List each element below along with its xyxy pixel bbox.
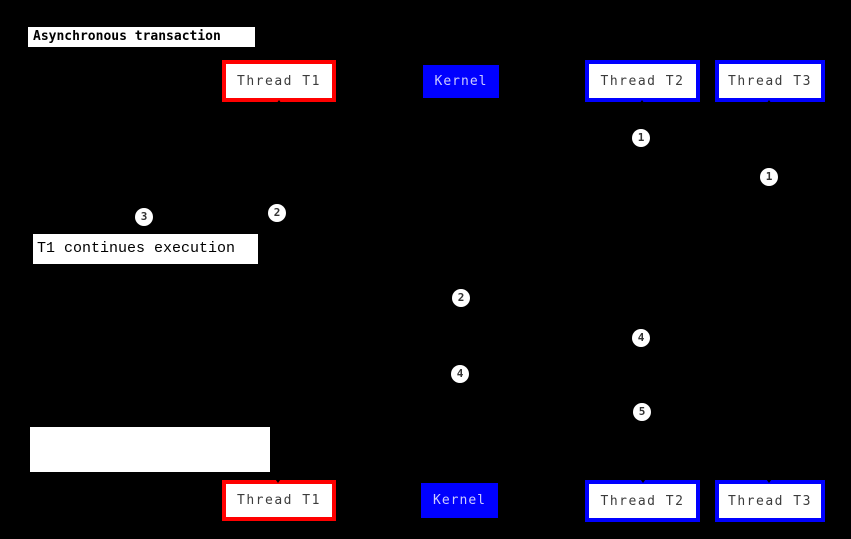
arrowhead-icon bbox=[638, 476, 648, 483]
participant-thread-t3-top: Thread T3 bbox=[715, 60, 825, 102]
step-marker-2-kernel: 2 bbox=[452, 289, 470, 307]
blank-legend-box bbox=[30, 427, 270, 472]
step-marker-2-thread-t1: 2 bbox=[268, 204, 286, 222]
participant-thread-t3-bottom: Thread T3 bbox=[715, 480, 825, 522]
arrowhead-icon bbox=[273, 476, 283, 483]
step-marker-1-thread-t3: 1 bbox=[760, 168, 778, 186]
step-marker-4-thread-t2: 4 bbox=[632, 329, 650, 347]
participant-thread-t2-bottom: Thread T2 bbox=[585, 480, 700, 522]
arrowhead-icon bbox=[637, 100, 647, 107]
step-marker-5: 5 bbox=[633, 403, 651, 421]
note-t1-continues: T1 continues execution bbox=[33, 234, 258, 264]
participant-thread-t1-top: Thread T1 bbox=[222, 60, 336, 102]
diagram-title: Asynchronous transaction bbox=[28, 27, 255, 47]
arrowhead-icon bbox=[274, 100, 284, 107]
arrowhead-icon bbox=[764, 476, 774, 483]
participant-kernel-bottom: Kernel bbox=[421, 483, 498, 518]
step-marker-4-kernel: 4 bbox=[451, 365, 469, 383]
participant-kernel-top: Kernel bbox=[423, 65, 499, 98]
participant-thread-t1-bottom: Thread T1 bbox=[222, 480, 336, 521]
step-marker-3: 3 bbox=[135, 208, 153, 226]
step-marker-1-thread-t2: 1 bbox=[632, 129, 650, 147]
arrowhead-icon bbox=[764, 100, 774, 107]
participant-thread-t2-top: Thread T2 bbox=[585, 60, 700, 102]
